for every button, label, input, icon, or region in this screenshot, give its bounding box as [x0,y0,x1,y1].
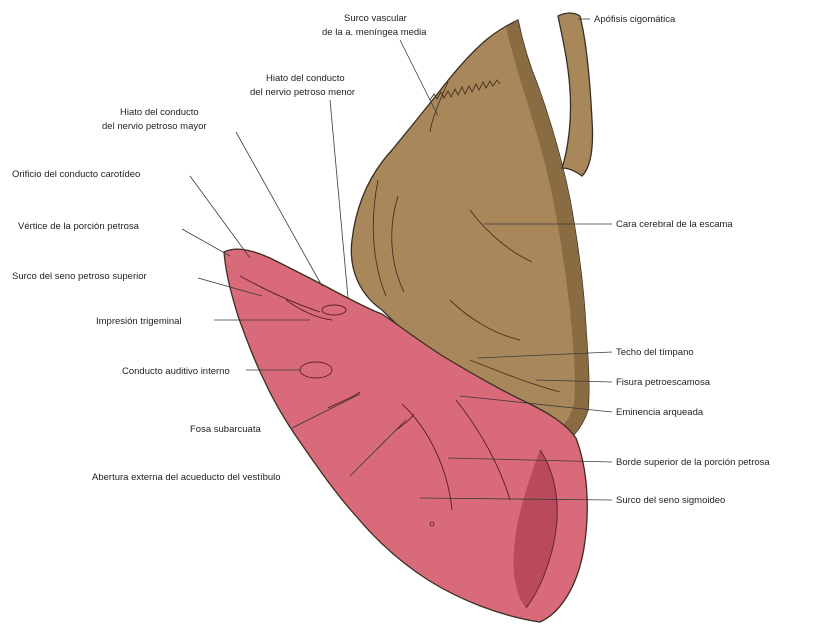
label-surco-petroso-superior: Surco del seno petroso superior [12,271,147,282]
label-abertura-acueducto: Abertura externa del acueducto del vestí… [92,472,281,483]
label-vertice: Vértice de la porción petrosa [18,221,140,232]
label-orificio-carotideo: Orificio del conducto carotídeo [12,169,140,180]
label-hiato-menor-line1: Hiato del conducto [266,73,345,84]
label-surco-vascular-line1: Surco vascular [344,13,407,24]
leader-surco-vascular [400,40,438,116]
label-conducto-auditivo: Conducto auditivo interno [122,366,230,377]
zygomatic-process [558,13,593,176]
leader-orificio [190,176,250,258]
label-surco-sigmoideo: Surco del seno sigmoideo [616,495,725,506]
label-fisura-petroescamosa: Fisura petroescamosa [616,377,711,388]
label-borde-superior: Borde superior de la porción petrosa [616,457,770,468]
label-apofisis-cigomatica: Apófisis cigomática [594,14,676,25]
label-hiato-mayor-line2: del nervio petroso mayor [102,121,207,132]
label-impresion-trigeminal: Impresión trigeminal [96,316,182,327]
label-surco-vascular-line2: de la a. meníngea media [322,27,427,38]
label-hiato-mayor-line1: Hiato del conducto [120,107,199,118]
label-eminencia-arqueada: Eminencia arqueada [616,407,704,418]
label-fosa-subarcuata: Fosa subarcuata [190,424,261,435]
label-techo-timpano: Techo del tímpano [616,347,694,358]
leader-hiato-menor [330,100,348,298]
leader-vertice [182,229,230,256]
label-hiato-menor-line2: del nervio petroso menor [250,87,355,98]
label-cara-cerebral: Cara cerebral de la escama [616,219,733,230]
